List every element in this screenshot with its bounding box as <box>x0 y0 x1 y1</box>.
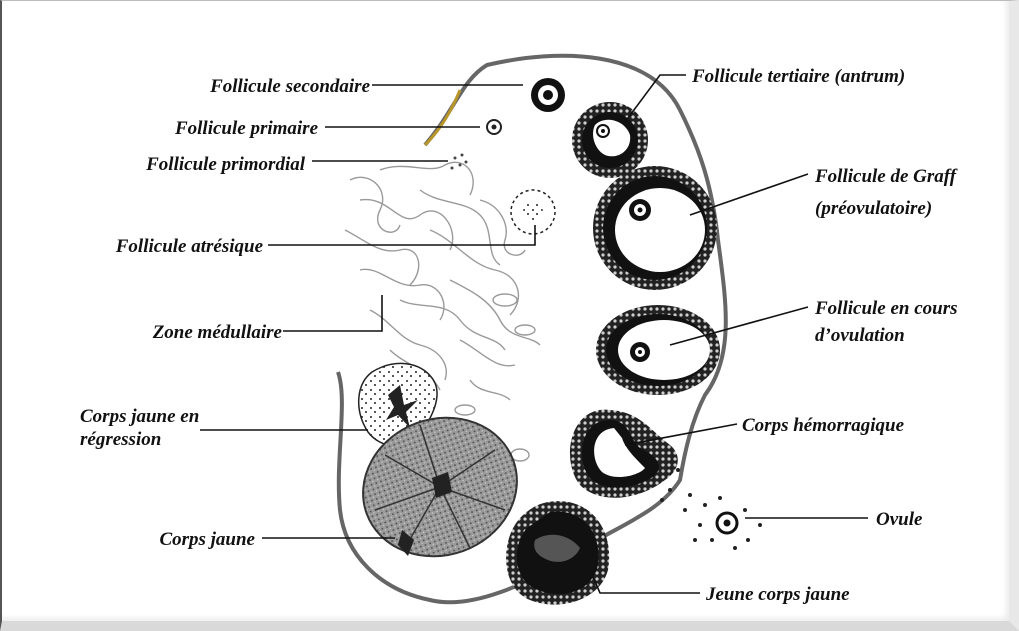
follicle-atretic <box>511 190 555 234</box>
label-follicule-graff-line1: Follicule de Graff <box>814 166 958 187</box>
label-corps-jaune-regression-line1: Corps jaune en <box>80 406 199 427</box>
corpus-hemorrhagicum <box>570 410 678 498</box>
follicle-tertiary <box>572 102 648 178</box>
label-follicule-tertiaire: Follicule tertiaire (antrum) <box>691 66 905 87</box>
ovulated-egg <box>660 468 762 550</box>
follicle-primordial <box>451 154 468 170</box>
label-jeune-corps-jaune: Jeune corps jaune <box>705 584 850 605</box>
follicle-ovulating <box>596 305 720 395</box>
follicle-primary <box>487 120 501 134</box>
label-follicule-ovulation-line1: Follicule en cours <box>814 298 958 319</box>
label-follicule-primaire: Follicule primaire <box>174 118 319 139</box>
label-zone-medullaire: Zone médullaire <box>152 322 283 343</box>
label-corps-jaune: Corps jaune <box>159 529 255 550</box>
follicle-secondary <box>531 78 565 112</box>
label-follicule-primordial: Follicule primordial <box>145 154 306 175</box>
label-follicule-graff-line2: (préovulatoire) <box>815 198 932 219</box>
label-ovule: Ovule <box>876 509 923 530</box>
label-corps-jaune-regression-line2: régression <box>80 429 161 450</box>
label-corps-hemorragique: Corps hémorragique <box>742 415 905 436</box>
label-follicule-atresique: Follicule atrésique <box>115 236 264 257</box>
label-follicule-secondaire: Follicule secondaire <box>209 76 370 97</box>
label-follicule-ovulation-line2: d’ovulation <box>815 325 905 346</box>
young-corpus-luteum <box>506 501 609 604</box>
follicle-graafian <box>593 166 717 290</box>
